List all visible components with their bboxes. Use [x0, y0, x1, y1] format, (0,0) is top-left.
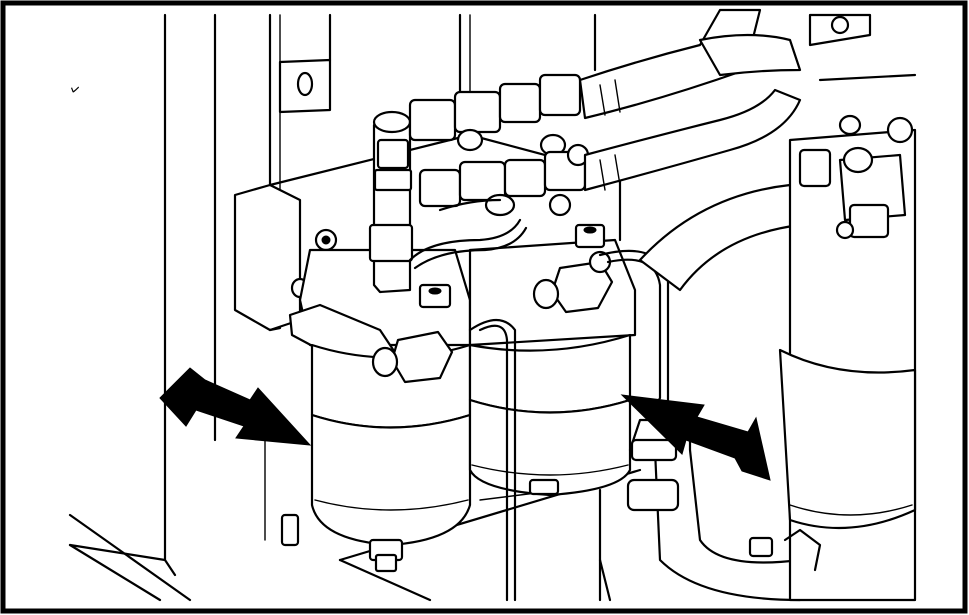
- corner-mark: ゝ: [66, 82, 82, 96]
- filter-right: [468, 223, 637, 497]
- filter-left: [288, 248, 472, 573]
- canister-right: [748, 13, 917, 602]
- callout-arrow-right: [620, 394, 771, 481]
- mounting-tab: [278, 58, 332, 114]
- valve-manifold: [408, 73, 590, 217]
- hoses-top: [578, 8, 802, 192]
- vertical-pipe: [368, 110, 414, 294]
- callout-arrow-left: [159, 367, 312, 446]
- cabinet-structure: [68, 13, 300, 602]
